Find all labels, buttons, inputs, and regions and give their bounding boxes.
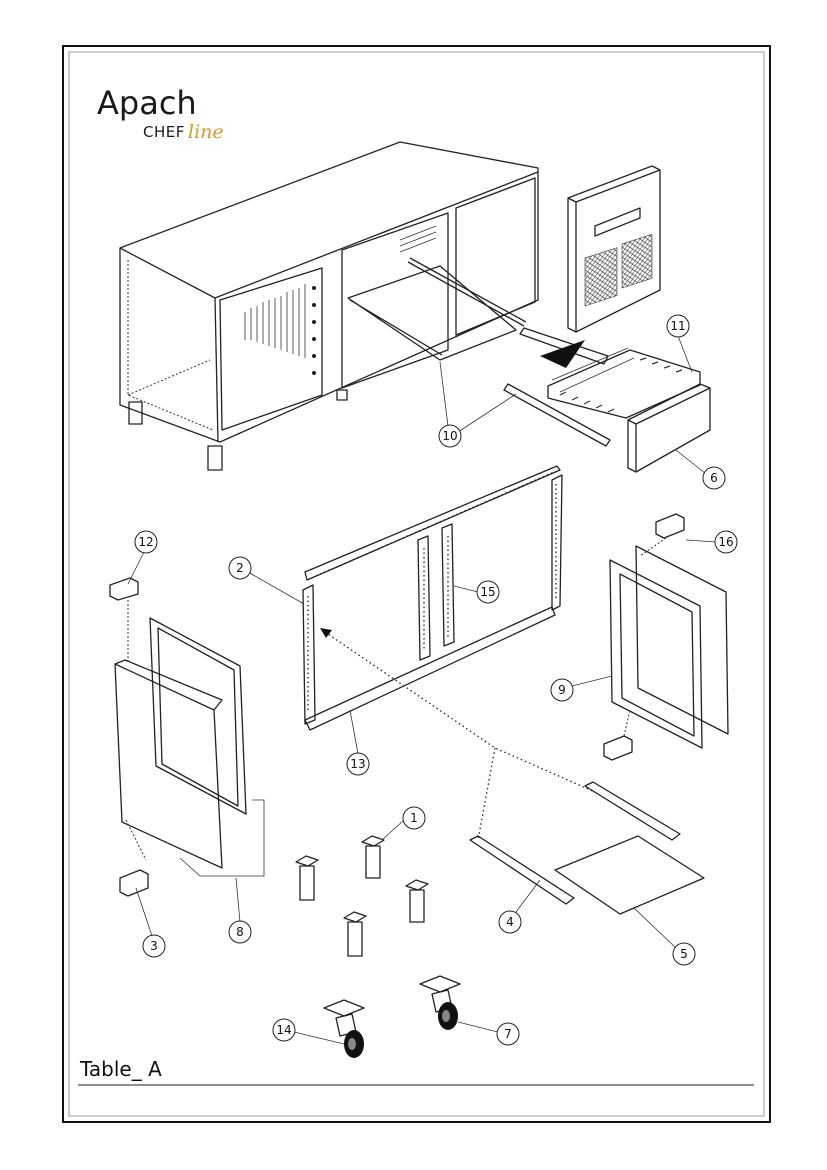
adjustable-legs — [295, 835, 429, 957]
svg-text:12: 12 — [138, 535, 153, 549]
svg-text:16: 16 — [718, 535, 733, 549]
page-border — [62, 45, 771, 1123]
svg-text:1: 1 — [410, 811, 418, 825]
right-door-assembly — [603, 513, 729, 761]
svg-text:9: 9 — [558, 683, 566, 697]
svg-text:13: 13 — [350, 757, 365, 771]
logo-brand: Apach — [97, 84, 197, 122]
svg-text:7: 7 — [504, 1027, 512, 1041]
svg-text:10: 10 — [442, 429, 457, 443]
logo-script: line — [188, 121, 224, 143]
callout-13: 13 — [346, 709, 370, 776]
castor-wheels — [323, 975, 461, 1058]
drawer-assembly — [503, 327, 711, 473]
callout-2: 2 — [228, 556, 305, 605]
callout-14: 14 — [272, 1018, 345, 1045]
callout-4: 4 — [498, 879, 541, 934]
callout-11: 11 — [666, 314, 693, 373]
callout-5: 5 — [633, 907, 696, 966]
callout-10: 10 — [438, 361, 517, 448]
svg-text:14: 14 — [276, 1023, 291, 1037]
callout-1: 1 — [381, 806, 426, 841]
svg-text:3: 3 — [150, 939, 158, 953]
svg-text:8: 8 — [236, 925, 244, 939]
callout-15: 15 — [453, 580, 500, 604]
callouts: 1 2 3 4 5 6 7 — [127, 314, 738, 1046]
left-door-assembly — [109, 577, 265, 897]
shelf-parts — [469, 781, 705, 915]
assembly-guide-lines — [324, 631, 596, 841]
callout-3: 3 — [135, 887, 166, 958]
callout-9: 9 — [550, 675, 613, 702]
cabinet-body — [119, 141, 539, 471]
diagram-caption: Table_ A — [79, 1057, 162, 1081]
brand-logo: Apach CHEF line — [97, 84, 224, 143]
callout-16: 16 — [685, 530, 738, 554]
callout-12: 12 — [127, 530, 158, 585]
svg-text:5: 5 — [680, 947, 688, 961]
svg-text:4: 4 — [506, 915, 514, 929]
svg-text:15: 15 — [480, 585, 495, 599]
control-panel-unit — [567, 165, 661, 333]
callout-6: 6 — [675, 449, 726, 490]
callout-7: 7 — [457, 1021, 520, 1046]
logo-sub: CHEF — [143, 123, 185, 141]
callout-8: 8 — [228, 877, 252, 944]
svg-text:11: 11 — [670, 319, 685, 333]
svg-text:6: 6 — [710, 471, 718, 485]
svg-text:2: 2 — [236, 561, 244, 575]
front-frame — [302, 465, 563, 731]
